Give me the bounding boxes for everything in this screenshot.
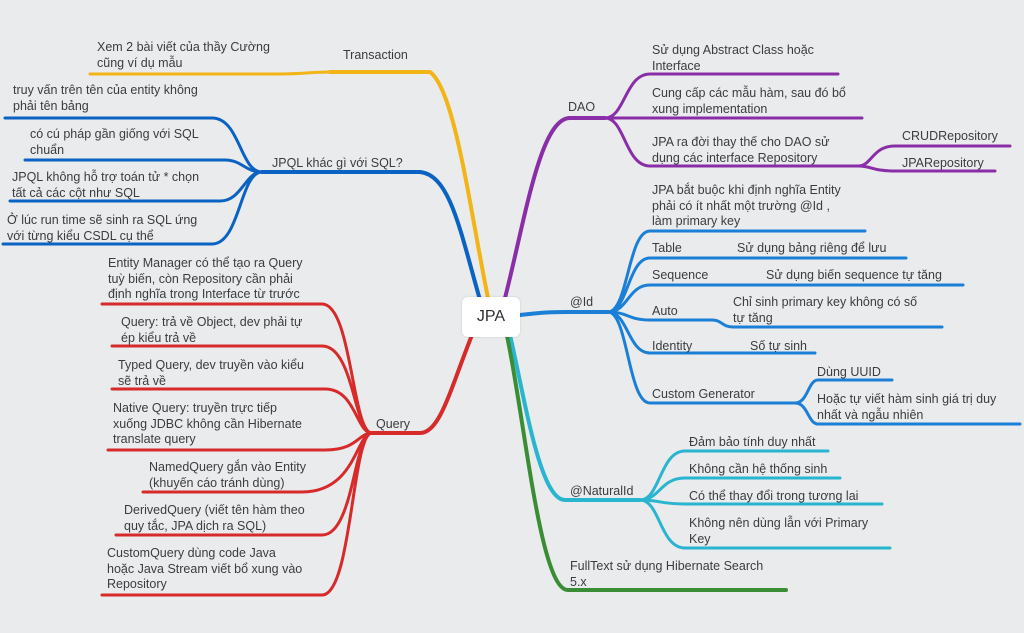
jpql-item-1[interactable]: truy vấn trên tên của entity không phải … xyxy=(13,83,198,113)
jpql-item-4[interactable]: Ở lúc run time sẽ sinh ra SQL ứng với từ… xyxy=(7,213,198,243)
query-item-6[interactable]: DerivedQuery (viết tên hàm theo quy tắc,… xyxy=(124,503,305,533)
query-item-5[interactable]: NamedQuery gắn vào Entity (khuyến cáo tr… xyxy=(149,460,307,490)
query-item-7[interactable]: CustomQuery dùng code Java hoặc Java Str… xyxy=(107,546,303,591)
id-strategy-auto-desc[interactable]: Chỉ sinh primary key không có số tự tăng xyxy=(733,295,918,325)
fulltext-connectors xyxy=(505,334,788,592)
id-custom-uuid[interactable]: Dùng UUID xyxy=(817,365,881,379)
branch-query[interactable]: Query xyxy=(376,417,411,431)
dao-connectors xyxy=(503,72,1012,300)
dao-repo-crud[interactable]: CRUDRepository xyxy=(902,129,998,143)
query-item-3[interactable]: Typed Query, dev truyền vào kiểu sẽ trả … xyxy=(118,358,304,388)
id-strategy-table[interactable]: Table xyxy=(652,241,682,255)
dao-repo-jpa[interactable]: JPARepository xyxy=(902,156,984,170)
jpql-connectors xyxy=(1,116,482,302)
query-item-4[interactable]: Native Query: truyền trực tiếp xuống JDB… xyxy=(113,401,303,446)
query-connectors xyxy=(100,302,474,597)
jpql-item-2[interactable]: có cú pháp gần giống với SQL chuẩn xyxy=(30,127,199,157)
branch-id[interactable]: @Id xyxy=(570,295,594,309)
id-connectors xyxy=(518,229,1022,426)
branch-jpql[interactable]: JPQL khác gì với SQL? xyxy=(272,156,403,170)
id-strategy-sequence-desc[interactable]: Sử dụng biến sequence tự tăng xyxy=(766,268,942,282)
id-strategy-identity[interactable]: Identity xyxy=(652,339,693,353)
jpql-item-3[interactable]: JPQL không hỗ trợ toán tử * chọn tất cả … xyxy=(12,170,200,200)
naturalid-item-2[interactable]: Không cần hệ thống sinh xyxy=(689,462,828,476)
naturalid-connectors xyxy=(508,333,892,550)
naturalid-item-4[interactable]: Không nên dùng lẫn với Primary Key xyxy=(689,516,869,546)
id-strategy-table-desc[interactable]: Sử dụng bảng riêng để lưu xyxy=(737,241,887,255)
dao-item-2[interactable]: Cung cấp các mẫu hàm, sau đó bổ xung imp… xyxy=(652,86,846,116)
query-item-2[interactable]: Query: trả về Object, dev phải tự ép kiể… xyxy=(121,315,303,345)
id-strategy-identity-desc[interactable]: Số tự sinh xyxy=(750,339,808,353)
branch-naturalid[interactable]: @NaturalId xyxy=(570,484,634,498)
center-node-jpa[interactable]: JPA xyxy=(462,297,520,337)
naturalid-item-3[interactable]: Có thể thay đổi trong tương lai xyxy=(689,489,859,503)
branch-dao[interactable]: DAO xyxy=(568,100,596,114)
id-strategy-auto[interactable]: Auto xyxy=(652,304,678,318)
id-custom-own-func[interactable]: Hoặc tự viết hàm sinh giá trị duy nhất v… xyxy=(817,392,997,422)
transaction-note[interactable]: Xem 2 bài viết của thầy Cường cũng ví dụ… xyxy=(97,40,270,70)
transaction-connectors xyxy=(88,70,490,300)
naturalid-item-1[interactable]: Đảm bảo tính duy nhất xyxy=(689,435,816,449)
dao-item-3[interactable]: JPA ra đời thay thế cho DAO sử dụng các … xyxy=(652,135,830,165)
id-custom-generator[interactable]: Custom Generator xyxy=(652,387,755,401)
id-strategy-sequence[interactable]: Sequence xyxy=(652,268,709,282)
id-intro[interactable]: JPA bắt buộc khi định nghĩa Entity phải … xyxy=(652,183,841,228)
query-item-1[interactable]: Entity Manager có thể tạo ra Query tuỳ b… xyxy=(108,256,303,301)
branch-transaction[interactable]: Transaction xyxy=(343,48,408,62)
dao-item-1[interactable]: Sử dụng Abstract Class hoặc Interface xyxy=(652,43,814,73)
branch-fulltext[interactable]: FullText sử dụng Hibernate Search 5.x xyxy=(570,559,764,589)
